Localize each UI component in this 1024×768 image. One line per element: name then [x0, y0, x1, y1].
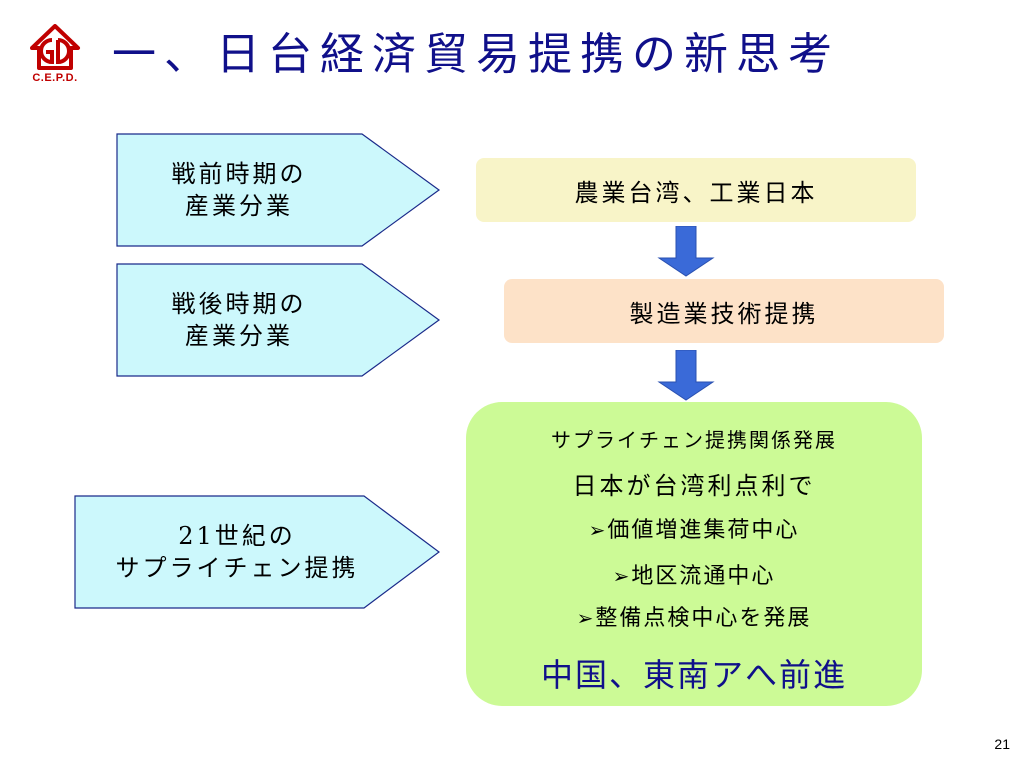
page-title: 一、日台経済貿易提携の新思考: [112, 29, 840, 80]
japan-taiwan-advantage-text: 日本が台湾利点利で: [572, 472, 816, 500]
prewar-line1: 戦前時期の: [171, 160, 307, 188]
bullet-item: ➢地区流通中心: [466, 558, 922, 590]
pentagon-shape: [74, 495, 441, 609]
cepd-logo-mark: [30, 24, 80, 70]
supply-chain-line1: 21世紀の: [178, 522, 296, 550]
bullet-item: ➢整備点検中心を発展: [466, 600, 922, 632]
pentagon-shape: [116, 263, 441, 377]
bullet-arrow-icon: ➢: [612, 564, 632, 588]
page-number: 21: [994, 736, 1010, 752]
bullet-item: ➢価値増進集荷中心: [466, 512, 922, 544]
agri-industry-box: 農業台湾、工業日本: [476, 158, 916, 222]
prewar-line2: 産業分業: [185, 192, 293, 220]
postwar-division-shape: 戦後時期の 産業分業: [116, 263, 442, 377]
postwar-line2: 産業分業: [185, 322, 293, 350]
bullet-text: 地区流通中心: [631, 564, 776, 589]
manufacturing-tech-text: 製造業技術提携: [629, 299, 819, 328]
supply-chain-label: 21世紀の サプライチェン提携: [74, 495, 400, 609]
down-arrow-icon: [657, 226, 715, 277]
prewar-division-shape: 戦前時期の 産業分業: [116, 133, 442, 247]
supply-chain-line2: サプライチェン提携: [115, 554, 359, 582]
manufacturing-tech-box: 製造業技術提携: [504, 279, 944, 343]
down-arrow-icon: [657, 350, 715, 401]
advance-to-asia-text: 中国、東南アへ前進: [540, 656, 847, 694]
supply-chain-shape: 21世紀の サプライチェン提携: [74, 495, 442, 609]
pentagon-shape: [116, 133, 441, 247]
bullet-arrow-icon: ➢: [576, 606, 596, 630]
bullet-arrow-icon: ➢: [588, 518, 608, 542]
bullet-text: 整備点検中心を発展: [595, 606, 812, 631]
logo-text: C.E.P.D.: [32, 72, 78, 84]
supply-chain-relation-text: サプライチェン提携関係発展: [551, 428, 837, 452]
postwar-division-label: 戦後時期の 産業分業: [116, 263, 362, 377]
supply-chain-detail-box: サプライチェン提携関係発展 日本が台湾利点利で ➢価値増進集荷中心 ➢地区流通中…: [466, 402, 922, 706]
agri-industry-text: 農業台湾、工業日本: [574, 178, 818, 207]
bullet-text: 価値増進集荷中心: [607, 518, 800, 543]
prewar-division-label: 戦前時期の 産業分業: [116, 133, 362, 247]
cepd-logo: C.E.P.D.: [24, 24, 86, 84]
postwar-line1: 戦後時期の: [171, 290, 307, 318]
